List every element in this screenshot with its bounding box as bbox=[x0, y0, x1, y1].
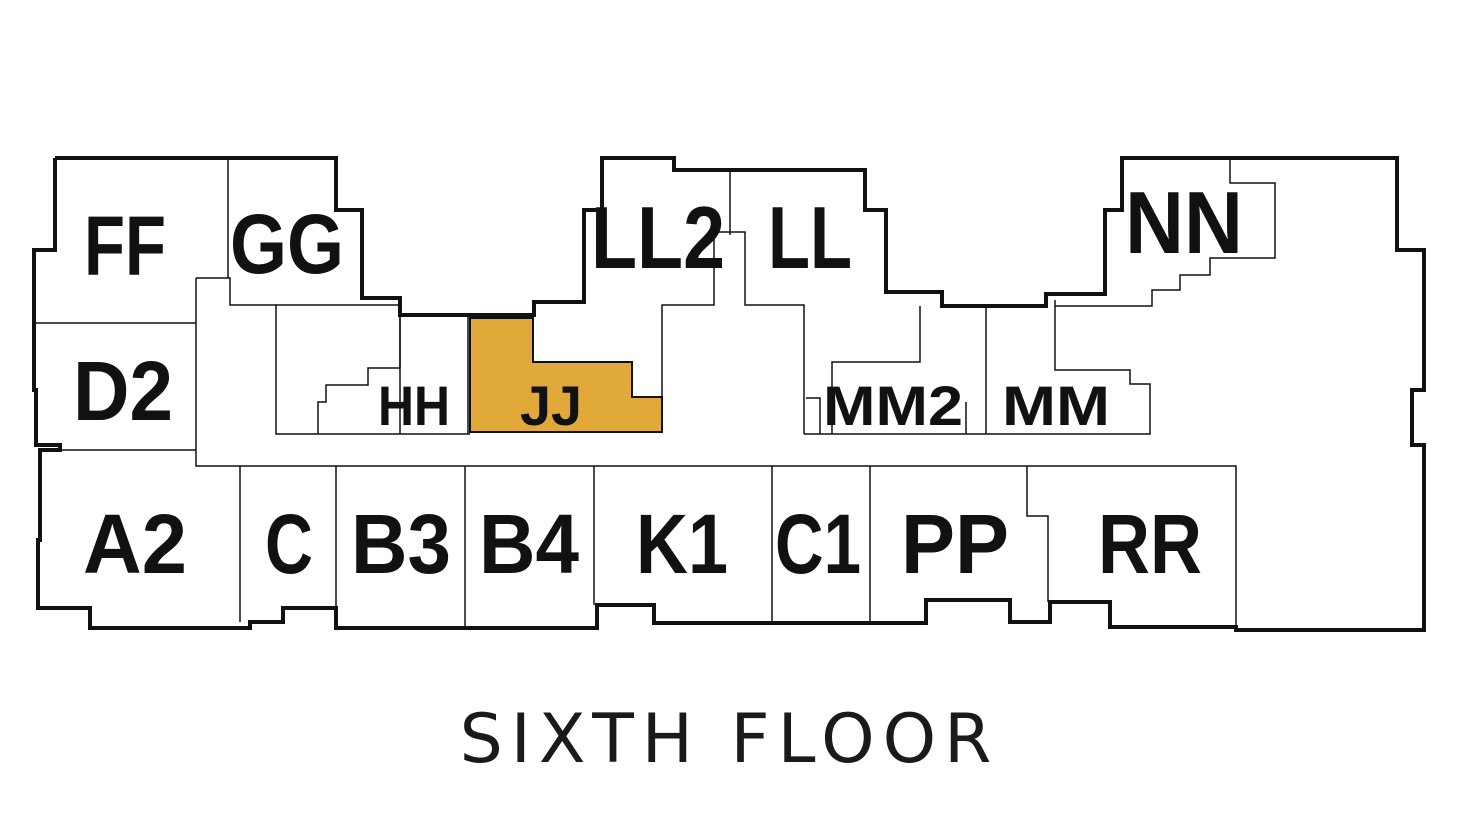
floor-title: SIXTH FLOOR bbox=[459, 700, 1000, 779]
unit-jj-highlight[interactable] bbox=[469, 317, 663, 433]
unit-label-ff[interactable]: FF bbox=[84, 199, 166, 293]
unit-label-ll2[interactable]: LL2 bbox=[591, 188, 725, 287]
unit-label-c[interactable]: C bbox=[265, 497, 313, 591]
unit-label-k1[interactable]: K1 bbox=[636, 497, 728, 591]
unit-label-ll[interactable]: LL bbox=[768, 188, 852, 287]
unit-label-mm2[interactable]: MM2 bbox=[823, 374, 963, 437]
building-outline bbox=[32, 156, 1426, 632]
unit-label-rr[interactable]: RR bbox=[1098, 497, 1202, 591]
unit-label-hh[interactable]: HH bbox=[378, 374, 450, 437]
unit-label-gg[interactable]: GG bbox=[230, 197, 344, 291]
unit-label-pp[interactable]: PP bbox=[901, 497, 1009, 591]
unit-label-b4[interactable]: B4 bbox=[479, 497, 579, 591]
unit-label-c1[interactable]: C1 bbox=[775, 497, 861, 591]
unit-label-d2[interactable]: D2 bbox=[73, 344, 173, 438]
unit-label-jj[interactable]: JJ bbox=[520, 374, 582, 437]
unit-label-mm[interactable]: MM bbox=[1002, 374, 1110, 437]
unit-label-nn[interactable]: NN bbox=[1125, 173, 1243, 272]
interior-walls bbox=[34, 158, 1276, 630]
unit-label-b3[interactable]: B3 bbox=[351, 497, 451, 591]
unit-label-a2[interactable]: A2 bbox=[83, 497, 187, 591]
